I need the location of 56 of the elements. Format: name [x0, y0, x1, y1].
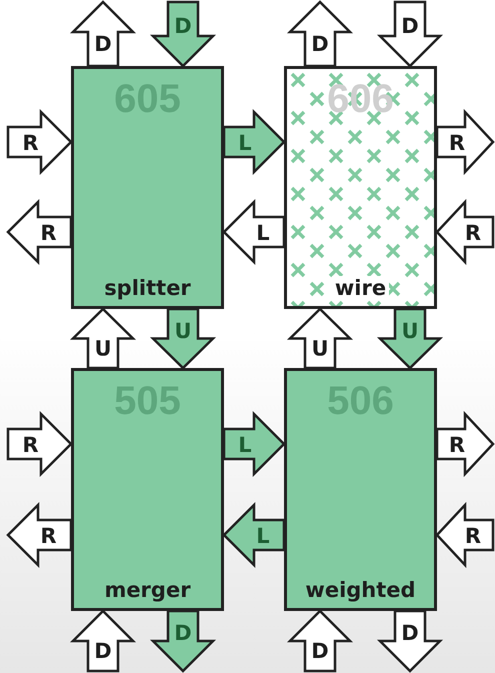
block-arrow [376, 610, 444, 673]
tile [71, 66, 224, 309]
edge-label: L [256, 221, 270, 245]
block-arrow [150, 308, 216, 370]
edge-label: U [174, 318, 192, 343]
block-arrow [6, 410, 73, 478]
edge-label: D [174, 621, 192, 645]
block-arrow [6, 198, 72, 266]
block-arrow [436, 108, 495, 176]
edge-label: D [311, 639, 329, 663]
edge-label: L [238, 433, 252, 457]
edge-label: U [311, 336, 329, 360]
block-arrow [376, 0, 444, 68]
block-arrow [222, 198, 286, 266]
block-arrow [435, 502, 494, 568]
edge-label: D [401, 621, 419, 645]
edge-label: R [22, 131, 39, 155]
edge-label: R [40, 221, 57, 245]
edge-label: R [448, 131, 466, 155]
block-arrow [222, 108, 286, 176]
block-arrow [222, 502, 286, 568]
edge-label: R [40, 524, 57, 548]
tile-label: weighted [305, 578, 416, 602]
edge-label: R [22, 433, 39, 457]
block-arrow [222, 410, 286, 478]
block-arrow [435, 198, 494, 266]
block-arrow [70, 609, 136, 672]
edge-label: D [174, 14, 192, 38]
patterned-tile [284, 66, 437, 309]
edge-label: D [94, 32, 112, 56]
block-arrow [6, 502, 72, 568]
block-arrow [436, 410, 495, 478]
edge-label: U [94, 336, 112, 360]
edge-label: D [401, 14, 419, 38]
block-arrow [150, 610, 216, 673]
tile-label: splitter [104, 276, 191, 300]
tile [71, 368, 224, 611]
tile-label: merger [104, 578, 191, 602]
block-arrow [286, 307, 354, 370]
edge-label: D [94, 639, 112, 663]
tile-number: 606 [327, 77, 394, 122]
edge-label: L [238, 131, 252, 155]
edge-label: R [464, 221, 482, 245]
block-arrow [376, 308, 444, 370]
edge-label: L [256, 524, 270, 548]
edge-label: U [401, 318, 419, 343]
edge-label: D [311, 32, 329, 56]
tile [284, 368, 437, 611]
block-arrow [6, 108, 73, 176]
block-arrow [70, 0, 136, 68]
block-arrow [150, 0, 216, 68]
edge-label: R [448, 433, 466, 457]
edge-label: R [464, 524, 482, 548]
block-arrow [70, 307, 136, 370]
block-arrow [286, 609, 354, 672]
block-arrow [286, 0, 354, 68]
